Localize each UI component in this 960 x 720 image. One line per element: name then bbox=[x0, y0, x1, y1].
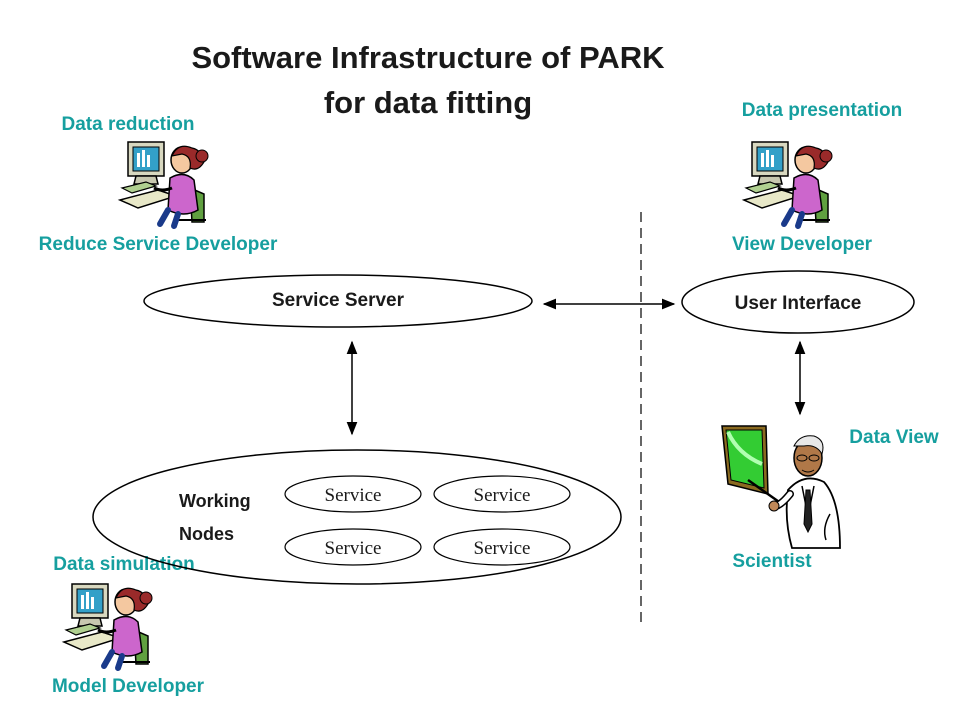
working-nodes-group bbox=[92, 449, 622, 585]
data-simulation-label: Data simulation bbox=[53, 554, 194, 575]
view-developer-label: View Developer bbox=[732, 234, 873, 255]
service-node-label: Service bbox=[474, 485, 531, 506]
scientist-icon bbox=[722, 426, 840, 548]
reduce-developer-icon bbox=[120, 142, 208, 226]
view-developer-icon bbox=[744, 142, 832, 226]
model-developer-icon bbox=[64, 584, 152, 668]
user-interface-node bbox=[681, 270, 915, 334]
service-server-label: Service Server bbox=[272, 290, 405, 311]
service-node-label: Service bbox=[325, 485, 382, 506]
service-node bbox=[284, 475, 422, 513]
service-node-label: Service bbox=[474, 538, 531, 559]
service-node bbox=[284, 528, 422, 566]
service-server-node bbox=[143, 274, 533, 328]
reduce-developer-label: Reduce Service Developer bbox=[39, 234, 278, 255]
working-nodes-label-line1: Working bbox=[179, 491, 251, 511]
user-interface-label: User Interface bbox=[735, 293, 862, 314]
working-nodes-label-line2: Nodes bbox=[179, 524, 234, 544]
diagram-title-line1: Software Infrastructure of PARK bbox=[191, 40, 665, 75]
service-node bbox=[433, 528, 571, 566]
data-view-label: Data View bbox=[849, 427, 939, 448]
data-reduction-label: Data reduction bbox=[61, 114, 194, 135]
service-node-label: Service bbox=[325, 538, 382, 559]
model-developer-label: Model Developer bbox=[52, 676, 205, 697]
scientist-label: Scientist bbox=[732, 551, 812, 572]
service-node bbox=[433, 475, 571, 513]
diagram-title-line2: for data fitting bbox=[324, 85, 532, 120]
data-presentation-label: Data presentation bbox=[742, 100, 902, 121]
